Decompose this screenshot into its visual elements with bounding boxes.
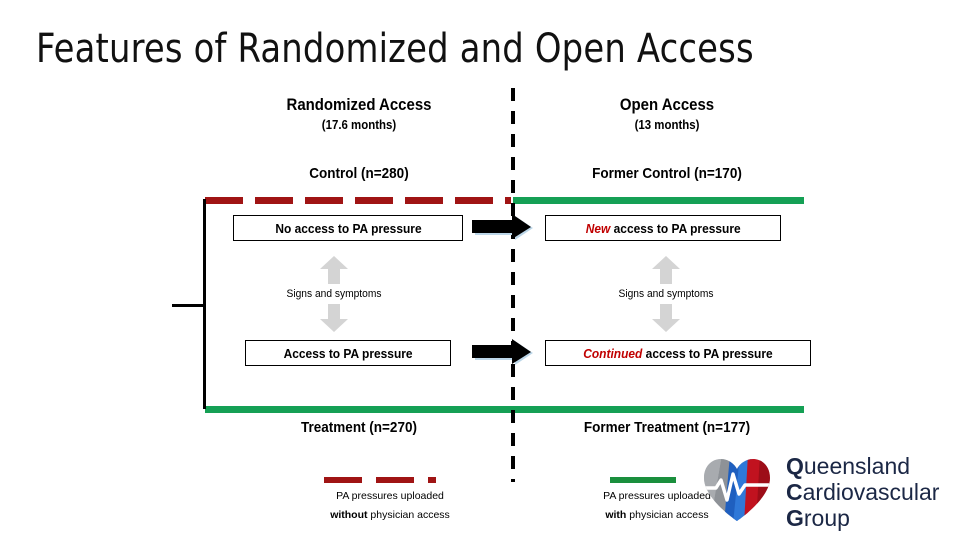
arrow-up-icon bbox=[319, 255, 349, 285]
legend-right-rest: physician access bbox=[626, 509, 709, 521]
phase-label-right: Open Access bbox=[619, 95, 715, 114]
legend-swatch-solid-green bbox=[610, 477, 676, 483]
logo-rest-group: roup bbox=[803, 505, 850, 531]
logo-line-2: Cardiovascular bbox=[786, 479, 939, 505]
box-access-to-pa-pressure: Access to PA pressure bbox=[245, 340, 451, 366]
group-label-former-treatment: Former Treatment (n=177) bbox=[583, 419, 751, 436]
box-text-left-top: No access to PA pressure bbox=[274, 220, 422, 236]
rule-bottom-solid-green bbox=[205, 406, 804, 413]
arrow-down-icon bbox=[651, 303, 681, 333]
logo-cap-c: C bbox=[786, 479, 803, 505]
arrow-right-icon bbox=[472, 338, 536, 368]
box-text-left-bottom: Access to PA pressure bbox=[283, 345, 413, 361]
legend-left-rest: physician access bbox=[367, 509, 450, 521]
arrow-down-icon bbox=[319, 303, 349, 333]
logo-cap-q: Q bbox=[786, 453, 804, 479]
rule-top-solid-green bbox=[513, 197, 804, 204]
legend-swatch-dashed-red bbox=[324, 477, 436, 483]
column-header-right: Open Access (13 months) bbox=[532, 94, 801, 135]
group-label-former-control: Former Control (n=170) bbox=[592, 165, 742, 182]
column-header-left: Randomized Access (17.6 months) bbox=[224, 94, 493, 135]
box-emphasis-right-top: New bbox=[585, 220, 611, 236]
arrow-up-icon bbox=[651, 255, 681, 285]
legend-with-physician-access: PA pressures uploaded with physician acc… bbox=[545, 487, 769, 525]
box-emphasis-right-bottom: Continued bbox=[583, 345, 643, 361]
heart-logo-icon bbox=[700, 454, 774, 524]
randomization-bracket-stub bbox=[172, 304, 205, 307]
legend-left-bold-word: without bbox=[330, 509, 368, 521]
phase-label-left: Randomized Access bbox=[286, 95, 432, 114]
box-text-right-top: access to PA pressure bbox=[610, 220, 741, 236]
legend-right-line1: PA pressures uploaded bbox=[603, 490, 711, 502]
arrow-right-icon bbox=[472, 213, 536, 243]
logo-wordmark: Queensland Cardiovascular Group bbox=[786, 453, 939, 531]
box-text-right-bottom: access to PA pressure bbox=[642, 345, 773, 361]
logo-line-3: Group bbox=[786, 505, 939, 531]
signs-and-symptoms-label-right: Signs and symptoms bbox=[618, 288, 714, 300]
box-new-access-to-pa-pressure: New access to PA pressure bbox=[545, 215, 781, 241]
organization-logo: Queensland Cardiovascular Group bbox=[700, 452, 956, 536]
signs-and-symptoms-label-left: Signs and symptoms bbox=[286, 288, 382, 300]
legend-right-line2: with physician access bbox=[545, 506, 769, 525]
logo-line-1: Queensland bbox=[786, 453, 939, 479]
phase-duration-left: (17.6 months) bbox=[321, 117, 397, 132]
legend-left-line2: without physician access bbox=[278, 506, 502, 525]
logo-rest-queensland: ueensland bbox=[803, 453, 911, 479]
page-title: Features of Randomized and Open Access bbox=[36, 26, 754, 72]
phase-duration-right: (13 months) bbox=[634, 117, 700, 132]
phase-divider-dashed-line bbox=[511, 88, 515, 482]
legend-without-physician-access: PA pressures uploaded without physician … bbox=[278, 487, 502, 525]
box-no-access-to-pa-pressure: No access to PA pressure bbox=[233, 215, 463, 241]
legend-left-line1: PA pressures uploaded bbox=[336, 490, 444, 502]
legend-right-bold-word: with bbox=[605, 509, 627, 521]
rule-top-dashed-red bbox=[205, 197, 511, 204]
box-continued-access-to-pa-pressure: Continued access to PA pressure bbox=[545, 340, 811, 366]
group-label-control: Control (n=280) bbox=[309, 165, 409, 182]
logo-rest-cardiovascular: ardiovascular bbox=[802, 479, 940, 505]
group-label-treatment: Treatment (n=270) bbox=[301, 419, 417, 436]
logo-cap-g: G bbox=[786, 505, 804, 531]
